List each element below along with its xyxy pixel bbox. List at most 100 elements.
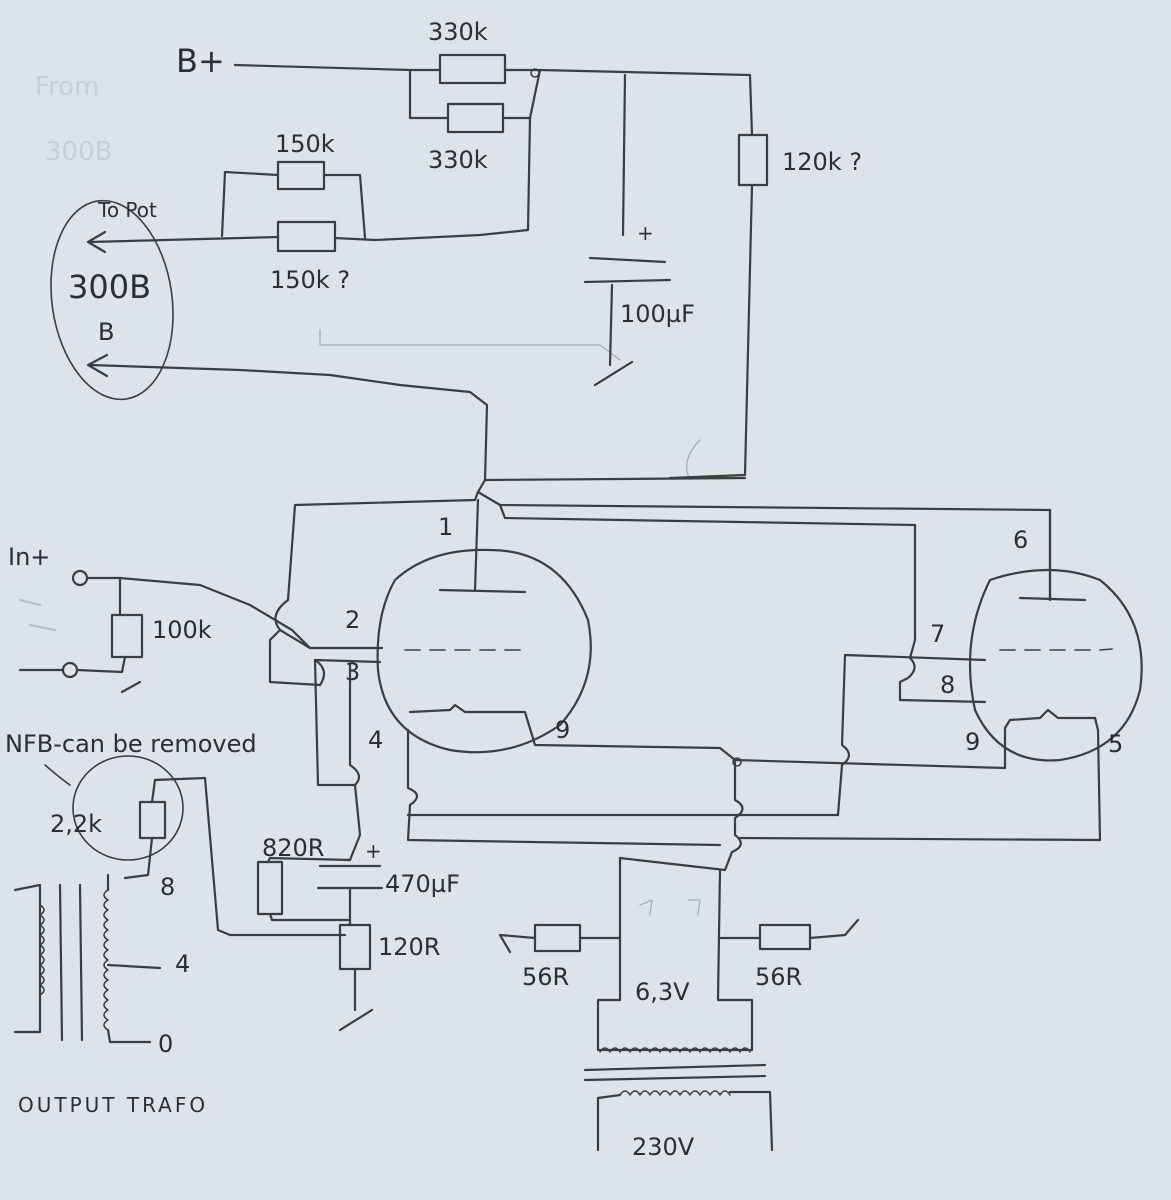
trafo-primary-leads xyxy=(13,883,42,1034)
anode-bus-left xyxy=(286,478,487,602)
resistor-150k-a-label: 150k xyxy=(275,130,335,158)
resistor-120k xyxy=(737,133,769,187)
r56r-right-outer-wire xyxy=(808,918,860,940)
bplus-label: B+ xyxy=(176,42,225,80)
r120k-top-wire xyxy=(748,73,754,137)
right-tube-pin-8: 8 xyxy=(940,671,955,699)
resistor-820r xyxy=(256,860,284,916)
heater-supply-loop xyxy=(596,856,754,1052)
mains-trafo-primary-leads xyxy=(596,1090,774,1152)
anode-bus-top xyxy=(483,476,747,482)
grid-bus-right xyxy=(498,503,917,642)
trafo-core xyxy=(58,883,84,1042)
wire-330k-to-150k xyxy=(373,116,532,242)
r2-2k-top-wire xyxy=(150,778,157,804)
right-tube-pin-5: 5 xyxy=(1108,730,1123,758)
mains-trafo-primary-coil xyxy=(619,1090,731,1096)
right-tube-envelope xyxy=(968,568,1143,762)
resistor-120r xyxy=(338,923,372,971)
right-tube-grid xyxy=(999,648,1113,651)
bplus-right-wire xyxy=(503,68,752,77)
trafo-secondary-taps xyxy=(106,873,162,1044)
grid-feed-wire xyxy=(88,363,489,482)
trafo-tap-8: 8 xyxy=(160,873,175,901)
mains-trafo-core xyxy=(583,1063,767,1082)
r150k-b-right-wire xyxy=(333,236,377,242)
left-tube-pin-4: 4 xyxy=(368,726,383,754)
resistor-150k-b-label: 150k ? xyxy=(270,266,350,294)
cap-100uf-bottom-wire xyxy=(608,283,614,367)
heater-ghost-marks xyxy=(639,899,701,916)
resistor-330k-b-left-wire xyxy=(408,68,450,120)
right-tube-pin8-wire xyxy=(836,653,987,817)
input-jack-hot xyxy=(71,569,89,587)
resistor-100k xyxy=(110,613,144,659)
to-pot-label: To Pot xyxy=(97,198,157,222)
input-ground-wire xyxy=(18,655,127,674)
resistor-56r-left-label: 56R xyxy=(522,963,569,991)
r820r-top-wire xyxy=(266,856,352,864)
nfb-note-leader xyxy=(44,764,71,786)
to-pot-wire xyxy=(88,235,280,244)
heater-voltage-label: 6,3V xyxy=(635,978,690,1006)
input-ghost-marks xyxy=(18,598,57,632)
right-tube-pin-7: 7 xyxy=(930,620,945,648)
trafo-label: OUTPUT TRAFO xyxy=(18,1093,208,1117)
left-tube-pin4-wire xyxy=(406,728,722,847)
resistor-150k-a xyxy=(276,160,326,191)
left-tube-pin3-stub xyxy=(313,658,382,664)
left-tube-heater xyxy=(408,703,722,750)
r820r-bottom-wire xyxy=(268,912,350,922)
input-hot-wire xyxy=(85,576,312,650)
anode-bus-right xyxy=(476,490,1052,602)
left-tube-anode-lead xyxy=(473,498,480,592)
input-jack-ground xyxy=(61,661,79,679)
resistor-330k-a xyxy=(438,53,507,85)
resistor-120k-label: 120k ? xyxy=(782,148,862,176)
input-ground-symbol xyxy=(120,680,142,694)
right-tube-anode-plate xyxy=(1018,596,1087,602)
input-label: In+ xyxy=(8,543,50,571)
left-tube-pin3-wire xyxy=(348,663,361,787)
output-tube-label: 300B xyxy=(68,268,151,306)
resistor-56r-right-label: 56R xyxy=(755,963,802,991)
r2-2k-bottom-wire xyxy=(123,836,154,880)
mains-voltage-label: 230V xyxy=(632,1133,695,1161)
right-tube-pin-9: 9 xyxy=(965,728,980,756)
grid-feed-arrow xyxy=(86,353,109,378)
cap-100uf-plus: + xyxy=(637,221,654,245)
r120k-down-wire xyxy=(668,183,754,480)
left-tube-pin-3: 3 xyxy=(345,658,360,686)
cap-100uf-ground xyxy=(593,360,634,387)
trafo-primary-coil xyxy=(39,904,45,996)
resistor-100k-label: 100k xyxy=(152,616,212,644)
cathode-ground-symbol xyxy=(338,1008,374,1032)
resistor-2-2k-label: 2,2k xyxy=(50,810,102,838)
heater-pin9-wire xyxy=(718,746,1007,770)
trafo-secondary-coil xyxy=(103,889,109,1031)
resistor-120r-label: 120R xyxy=(378,933,440,961)
junction-node-330k xyxy=(530,68,540,78)
junction-node-heater xyxy=(732,757,742,767)
nfb-note: NFB-can be removed xyxy=(5,730,257,758)
ghost-from-text: From xyxy=(35,72,99,102)
right-tube-pin7-wire xyxy=(898,638,987,704)
cap-470uf-label: 470µF xyxy=(385,870,460,898)
left-tube-anode-plate xyxy=(438,588,527,594)
nfb-feedback-wire xyxy=(153,776,347,937)
ghost-tube-text: 300B xyxy=(45,137,112,167)
right-tube-heater xyxy=(1003,708,1100,770)
output-tube-pin-b: B xyxy=(98,318,114,346)
left-tube-pin-2: 2 xyxy=(345,606,360,634)
ghost-construction-lines xyxy=(319,329,701,481)
trafo-tap-0: 0 xyxy=(158,1030,173,1058)
resistor-330k-b-label: 330k xyxy=(428,146,488,174)
heater-pin5-wire xyxy=(738,728,1102,842)
r150k-a-right-wire xyxy=(322,173,367,240)
left-tube-pin-9: 9 xyxy=(555,716,570,744)
trafo-tap-4: 4 xyxy=(175,950,190,978)
resistor-2-2k xyxy=(138,800,167,840)
left-tube-pin2-wire xyxy=(268,598,322,687)
